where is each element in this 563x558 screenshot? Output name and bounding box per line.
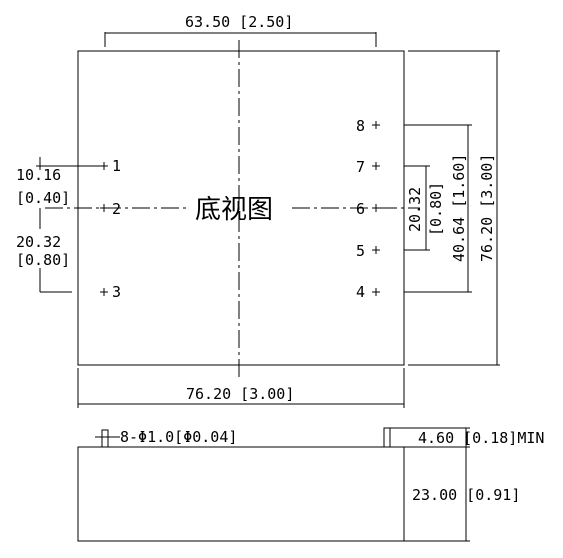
pin-6: 6 (356, 200, 380, 218)
pin-1-label: 1 (112, 157, 121, 175)
pin-length-label: 4.60 [0.18]MIN (418, 429, 544, 447)
pin-5-label: 5 (356, 242, 365, 260)
pin-diameter-label: 8-Φ1.0[Φ0.04] (120, 428, 237, 446)
pin-4-label: 4 (356, 283, 365, 301)
module-outline-side-view (77, 446, 405, 542)
pin-6-label: 6 (356, 200, 365, 218)
pin-3: 3 (100, 283, 121, 301)
pin-8: 8 (356, 117, 380, 135)
pin-5: 5 (356, 242, 380, 260)
dim-20r-in: [0.80] (427, 182, 445, 236)
pin-2: 2 (100, 200, 121, 218)
side-pin-left (101, 429, 109, 448)
dim-40-label: 40.64 [1.60] (450, 154, 468, 262)
pin-7-label: 7 (356, 158, 365, 176)
width-label: 76.20 [3.00] (186, 385, 294, 403)
dim-20r-mm: 20.32 (406, 187, 424, 232)
pin-8-label: 8 (356, 117, 365, 135)
pin-4: 4 (356, 283, 380, 301)
pin-7: 7 (356, 158, 380, 176)
pin-2-label: 2 (112, 200, 121, 218)
left-dim-20-in: [0.80] (16, 251, 70, 269)
pin-1: 1 (100, 157, 121, 175)
pin-3-label: 3 (112, 283, 121, 301)
left-dim-10-mm: 10.16 (16, 166, 61, 184)
left-dim-20-mm: 20.32 (16, 233, 61, 251)
view-title: 底视图 (195, 195, 273, 225)
side-height-label: 23.00 [0.91] (412, 486, 520, 504)
height-label: 76.20 [3.00] (478, 154, 496, 262)
pin-pitch-label: 63.50 [2.50] (185, 13, 293, 31)
side-pin-right (383, 427, 391, 448)
left-dim-10-in: [0.40] (16, 189, 70, 207)
